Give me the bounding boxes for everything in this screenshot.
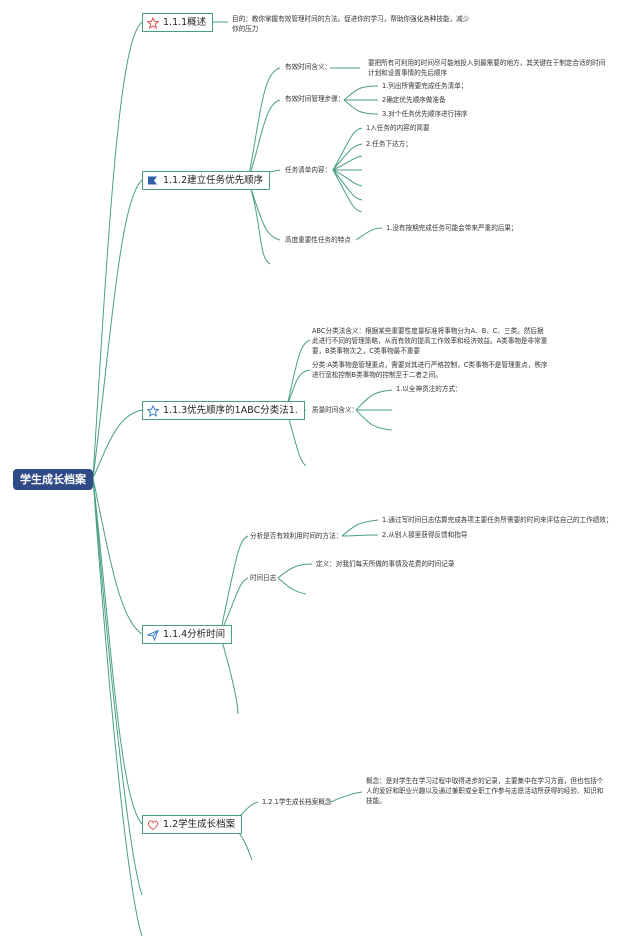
star-icon [147, 16, 159, 29]
effective-time-text: 要把所有可利用的时间尽可能地投入到最需要的地方，其关键在于制定合适的时间计划和设… [368, 59, 606, 77]
connector-lines [92, 21, 393, 937]
task-list-label: 任务清单内容： [285, 166, 332, 174]
portfolio-concept-label: 1.2.1学生成长档案概念 [262, 798, 332, 806]
topic-abc[interactable]: 1.1.3优先顺序的1ABC分类法1. [142, 401, 305, 420]
topic-portfolio[interactable]: 1.2学生成长档案 [142, 815, 243, 834]
analysis-method-label: 分析是否有效利用时间的方法： [250, 532, 343, 540]
star-outline-icon [147, 404, 159, 417]
flag-icon [148, 176, 157, 184]
effective-time-meaning-label: 有效时间含义： [285, 63, 332, 71]
topic-overview[interactable]: 1.1.1概述 [142, 13, 214, 32]
important-task-text: 1.没有按期完成任务可能会带来严重的后果； [386, 224, 518, 232]
topic-label: 1.1.1概述 [163, 17, 207, 28]
important-task-label: 高度重要性任务的特点 [285, 236, 351, 244]
topic-analysis[interactable]: 1.1.4分析时间 [142, 625, 233, 644]
topic-label: 1.1.2建立任务优先顺序 [163, 175, 264, 186]
quality-time-text: 1.以全神贯注的方式： [396, 385, 462, 393]
steps-label: 有效时间管理步骤： [285, 95, 345, 103]
overview-text: 目的：教你掌握有效管理时间的方法。促进你的学习，帮助你强化各种技能，减少你的压力 [232, 15, 470, 33]
time-log-label: 时间日志 [250, 574, 277, 582]
paper-plane-icon [147, 629, 159, 641]
root-topic[interactable]: 学生成长档案 [13, 469, 93, 490]
analysis-method-item: 1.通过写时间日志估算完成各项主要任务所需要的时间来评估自己的工作绩效； [382, 516, 613, 524]
quality-time-label: 质量时间含义： [312, 406, 359, 414]
portfolio-concept-text: 概念：是对学生在学习过程中取得进步的记录，主要集中在学习方面，但也包括个人的爱好… [366, 777, 604, 805]
step-item: 2确定优先顺序做准备 [382, 96, 446, 104]
task-list-item: 1入任务的内容的简要 [366, 124, 430, 132]
abc-classify-text: 分类:A类事物是管理重点，需要对其进行严格控制，C类事物不是管理重点，秩序进行宽… [312, 361, 548, 379]
heart-icon [147, 820, 159, 830]
time-log-definition: 定义：对我们每天所做的事情及花费的时间记录 [316, 560, 455, 568]
topic-label: 1.1.4分析时间 [163, 629, 226, 640]
step-item: 1.列出所需要完成任务清单； [382, 82, 468, 90]
task-list-item: 2.任务下达方； [366, 140, 412, 148]
step-item: 3.对个任务优先顺序进行排序 [382, 110, 468, 118]
topic-label: 1.2学生成长档案 [163, 819, 236, 830]
topic-priority[interactable]: 1.1.2建立任务优先顺序 [142, 171, 271, 190]
abc-meaning-text: ABC分类法含义：根据某些重要性度量标准将事物分为A、B、C、三类。然后据此进行… [312, 327, 548, 355]
topic-label: 1.1.3优先顺序的1ABC分类法1. [163, 405, 298, 416]
analysis-method-item: 2.从别人那里获得反馈和指导 [382, 531, 468, 539]
